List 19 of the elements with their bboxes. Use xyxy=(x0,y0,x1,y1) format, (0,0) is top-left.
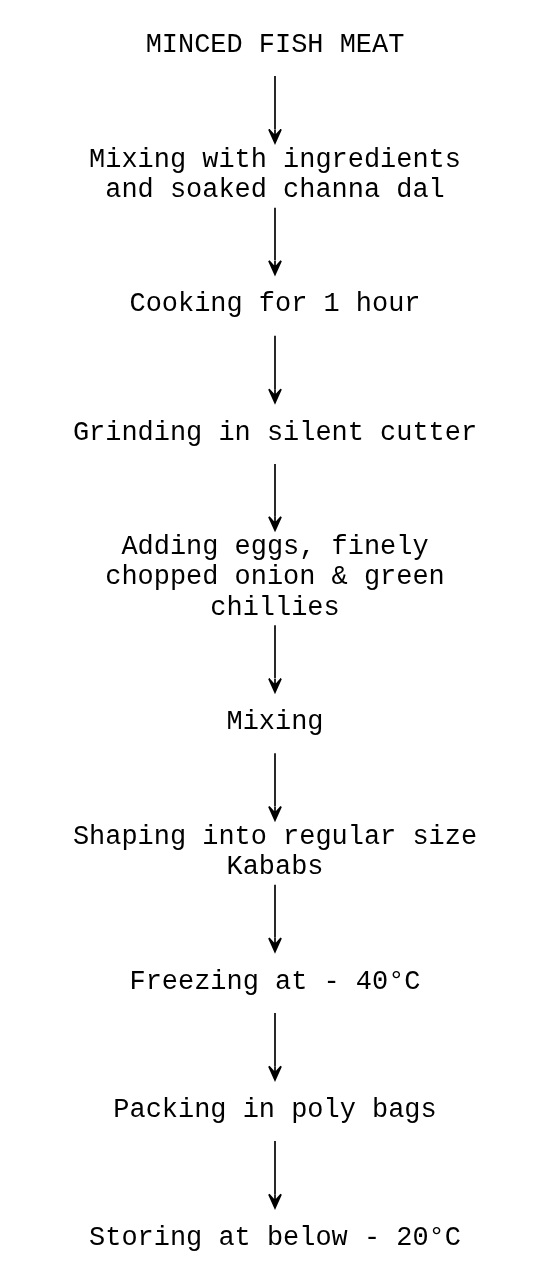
arrow xyxy=(268,206,282,276)
arrow xyxy=(268,1012,282,1081)
arrow xyxy=(268,624,282,693)
arrow xyxy=(268,1140,282,1209)
node-text: MINCED FISH MEAT xyxy=(145,30,405,61)
node-text: Adding eggs, finely chopped onion & green chillies xyxy=(105,532,445,623)
node-text: Freezing at - 40°C xyxy=(129,966,421,997)
node-text: Packing in poly bags xyxy=(113,1094,437,1125)
arrow xyxy=(268,884,282,953)
node-text: Grinding in silent cutter xyxy=(72,417,478,448)
arrow xyxy=(268,334,282,404)
node-text: Cooking for 1 hour xyxy=(129,289,421,320)
node-text: Storing at below - 20°C xyxy=(89,1222,461,1253)
arrow xyxy=(268,463,282,532)
arrow xyxy=(268,752,282,821)
arrow xyxy=(268,75,282,144)
node-text: Shaping into regular size Kababs xyxy=(72,821,478,883)
node-text: Mixing with ingredients and soaked channa dal xyxy=(89,144,461,205)
node-text: Mixing xyxy=(226,707,324,738)
